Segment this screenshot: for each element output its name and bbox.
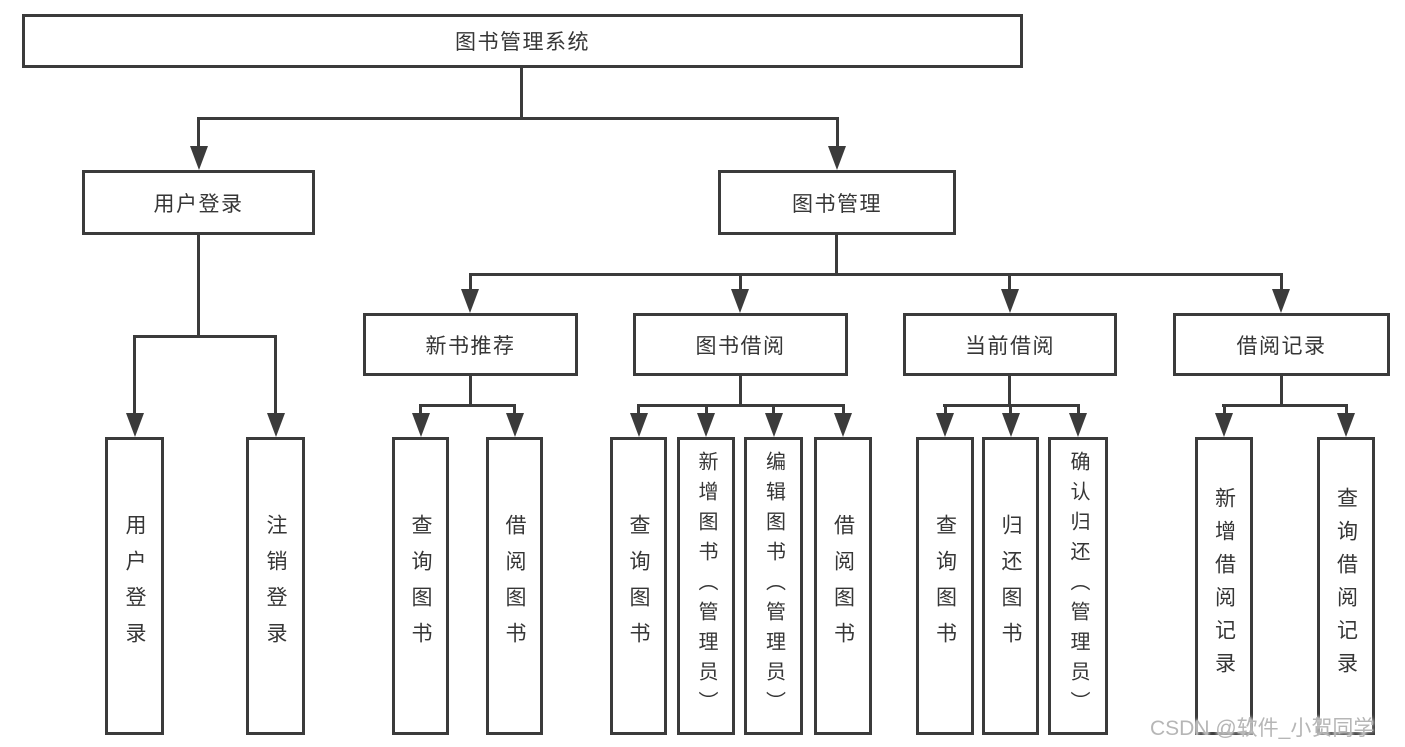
leaf-borrow-borrow-books-label: 借阅图书 bbox=[831, 514, 855, 658]
leaf-newrec-borrow-books: 借阅图书 bbox=[486, 437, 543, 735]
leaf-logout-login: 注销登录 bbox=[246, 437, 305, 735]
leaf-newrec-borrow-books-label: 借阅图书 bbox=[503, 514, 526, 658]
connector-arrowhead bbox=[1272, 289, 1290, 313]
leaf-current-query-books-label: 查询图书 bbox=[933, 514, 957, 658]
connector-arrowhead bbox=[630, 413, 648, 437]
connector-arrowhead bbox=[1002, 413, 1020, 437]
connector-arrowhead bbox=[126, 413, 144, 437]
leaf-return-books-label: 归还图书 bbox=[999, 514, 1022, 658]
connector-line bbox=[1077, 404, 1080, 415]
connector-line bbox=[637, 404, 640, 415]
connector-line bbox=[197, 117, 200, 149]
leaf-borrow-query-books: 查询图书 bbox=[610, 437, 667, 735]
connector-line bbox=[419, 404, 422, 415]
leaf-query-borrow-record: 查询借阅记录 bbox=[1317, 437, 1375, 735]
leaf-query-borrow-record-label: 查询借阅记录 bbox=[1334, 487, 1358, 685]
leaf-newrec-query-books: 查询图书 bbox=[392, 437, 449, 735]
connector-arrowhead bbox=[267, 413, 285, 437]
connector-arrowhead bbox=[1001, 289, 1019, 313]
connector-line bbox=[772, 404, 775, 415]
leaf-newrec-query-books-label: 查询图书 bbox=[409, 514, 432, 658]
connector-line bbox=[1222, 404, 1347, 407]
connector-line bbox=[637, 404, 844, 407]
leaf-user-login-label: 用户登录 bbox=[123, 514, 146, 658]
leaf-confirm-return-admin-label: 确认归还（管理员） bbox=[1067, 451, 1089, 721]
leaf-edit-books-admin: 编辑图书（管理员） bbox=[744, 437, 803, 735]
node-new-book-recommend: 新书推荐 bbox=[363, 313, 578, 376]
leaf-add-books-admin: 新增图书（管理员） bbox=[677, 437, 735, 735]
leaf-borrow-borrow-books: 借阅图书 bbox=[814, 437, 872, 735]
connector-line bbox=[705, 404, 708, 415]
connector-line bbox=[274, 335, 277, 415]
connector-line bbox=[469, 273, 472, 293]
connector-arrowhead bbox=[1215, 413, 1233, 437]
connector-line bbox=[739, 376, 742, 404]
connector-arrowhead bbox=[834, 413, 852, 437]
node-current-borrowing: 当前借阅 bbox=[903, 313, 1117, 376]
leaf-current-query-books: 查询图书 bbox=[916, 437, 974, 735]
leaf-user-login: 用户登录 bbox=[105, 437, 164, 735]
connector-arrowhead bbox=[190, 146, 208, 170]
connector-arrowhead bbox=[461, 289, 479, 313]
leaf-borrow-query-books-label: 查询图书 bbox=[627, 514, 650, 658]
connector-arrowhead bbox=[506, 413, 524, 437]
node-book-management: 图书管理 bbox=[718, 170, 956, 235]
connector-arrowhead bbox=[936, 413, 954, 437]
connector-arrowhead bbox=[697, 413, 715, 437]
connector-line bbox=[944, 404, 947, 415]
node-user-login: 用户登录 bbox=[82, 170, 315, 235]
leaf-return-books: 归还图书 bbox=[982, 437, 1039, 735]
connector-line bbox=[469, 376, 472, 404]
connector-line bbox=[1280, 273, 1283, 293]
connector-arrowhead bbox=[765, 413, 783, 437]
connector-line bbox=[1280, 376, 1283, 404]
node-borrowing-records: 借阅记录 bbox=[1173, 313, 1390, 376]
connector-line bbox=[133, 335, 277, 338]
leaf-add-borrow-record: 新增借阅记录 bbox=[1195, 437, 1253, 735]
connector-arrowhead bbox=[731, 289, 749, 313]
connector-arrowhead bbox=[412, 413, 430, 437]
connector-line bbox=[419, 404, 516, 407]
leaf-edit-books-admin-label: 编辑图书（管理员） bbox=[762, 451, 785, 721]
connector-arrowhead bbox=[828, 146, 846, 170]
leaf-add-books-admin-label: 新增图书（管理员） bbox=[695, 451, 717, 721]
connector-line bbox=[1345, 404, 1348, 415]
connector-line bbox=[739, 273, 742, 293]
watermark-text: CSDN @软件_小贺同学 bbox=[1150, 717, 1375, 740]
connector-line bbox=[1223, 404, 1226, 415]
connector-line bbox=[835, 235, 838, 273]
node-book-borrowing: 图书借阅 bbox=[633, 313, 848, 376]
leaf-confirm-return-admin: 确认归还（管理员） bbox=[1048, 437, 1108, 735]
connector-line bbox=[133, 335, 136, 415]
connector-line bbox=[1008, 273, 1011, 293]
connector-line bbox=[513, 404, 516, 415]
leaf-logout-login-label: 注销登录 bbox=[264, 514, 287, 658]
connector-line bbox=[836, 117, 839, 149]
connector-arrowhead bbox=[1337, 413, 1355, 437]
connector-line bbox=[469, 273, 1282, 276]
connector-line bbox=[1008, 376, 1011, 404]
connector-line bbox=[197, 235, 200, 335]
connector-line bbox=[1009, 404, 1012, 415]
connector-line bbox=[197, 117, 839, 120]
connector-line bbox=[943, 404, 1079, 407]
connector-line bbox=[842, 404, 845, 415]
connector-arrowhead bbox=[1069, 413, 1087, 437]
node-library-system: 图书管理系统 bbox=[22, 14, 1023, 68]
leaf-add-borrow-record-label: 新增借阅记录 bbox=[1212, 487, 1236, 685]
connector-line bbox=[520, 68, 523, 118]
